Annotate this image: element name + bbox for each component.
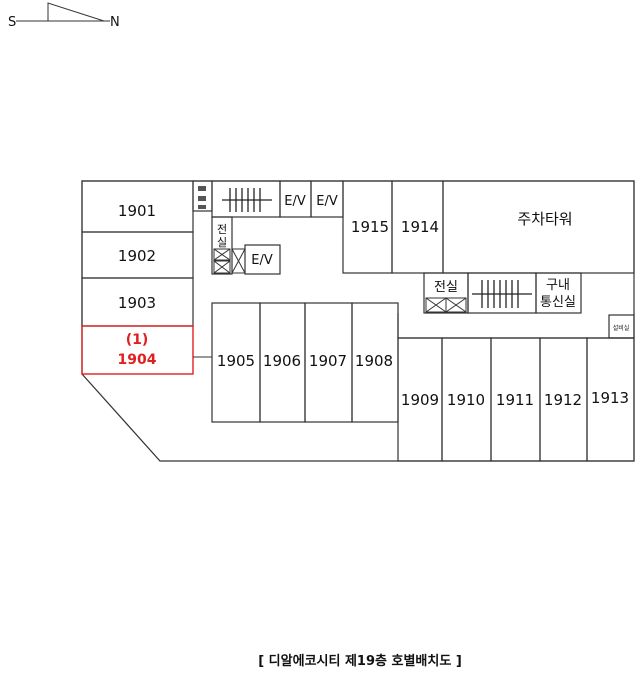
unit-1907-label: 1907 [309,352,347,370]
stairs-icon [472,280,532,308]
unit-1903-label: 1903 [118,294,156,312]
vestibule-west-label-1: 전 [217,223,227,236]
vestibule-west-label-2: 실 [217,236,227,249]
central-block: 1905 1906 1907 1908 [193,302,399,423]
duct-icon [198,196,206,201]
telecom-room [535,272,582,314]
core-north: E/V E/V 전 실 E/V [192,180,344,275]
compass-north-label: N [110,15,120,30]
unit-1902-label: 1902 [118,247,156,265]
unit-1914-label: 1914 [401,218,439,236]
unit-1904-label: 1904 [118,352,157,368]
unit-1911-label: 1911 [496,391,534,409]
plan-caption: [ 디알에코시티 제19층 호별배치도 ] [258,654,462,669]
vestibule-west [211,216,233,275]
unit-1904[interactable] [81,325,194,375]
unit-1915-label: 1915 [351,218,389,236]
unit-1906-label: 1906 [263,352,301,370]
core-east: 전실 구내 통신실 설비실 [397,272,635,339]
unit-1909-label: 1909 [401,391,439,409]
duct-icon [198,186,206,191]
corridor-wall [397,313,634,339]
elevator-2-label: E/V [316,194,338,209]
compass-arrow-icon [47,2,105,22]
telecom-label-1: 구내 [546,278,570,293]
unit-1912-label: 1912 [544,391,582,409]
stairs-east [467,272,537,314]
shaft-cross-icon [425,297,467,313]
north-east-block: 1915 1914 주차타워 [342,180,635,274]
unit-1905-label: 1905 [217,352,255,370]
unit-1910-label: 1910 [447,391,485,409]
elevator-1-label: E/V [284,194,306,209]
stairs-icon [222,188,272,212]
unit-1908-label: 1908 [355,352,393,370]
duct-icon [198,205,206,209]
unit-1901-label: 1901 [118,202,156,220]
vestibule-east-label: 전실 [434,280,458,295]
compass-south-label: S [8,15,16,30]
shaft-cross-icon [213,248,246,274]
unit-1913[interactable] [586,337,635,462]
unit-1904-tag: (1) [126,332,149,348]
west-wing: 1901 1902 1903 (1) 1904 [81,180,194,375]
unit-1913-label: 1913 [591,389,629,407]
east-block: 1909 1910 1911 1912 1913 [397,337,635,462]
small-room-label: 설비실 [613,324,630,332]
stairs [211,180,281,218]
parking-tower-label: 주차타워 [517,210,572,228]
elevator-3-label: E/V [251,253,273,268]
compass: S N [8,2,120,30]
telecom-label-2: 통신실 [540,295,576,310]
elevator-3 [244,244,281,275]
